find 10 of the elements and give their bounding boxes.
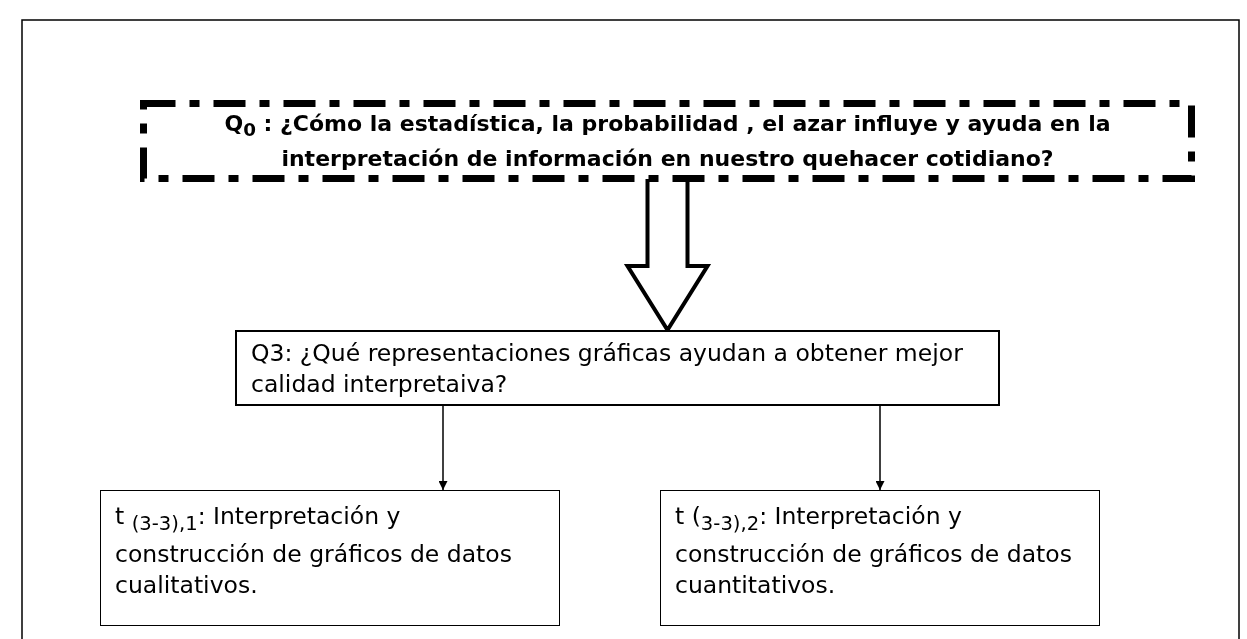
question-box	[140, 100, 1195, 182]
topic-text: t ($_{3-3),2}$: Interpretación y construcción de gráficos de datos cuantitativos.	[675, 501, 1073, 601]
topic-text: t $_{(3-3),1}$: Interpretación y construcción de gráficos de datos cualitativos.	[115, 501, 513, 601]
question-text: Q$_{0}$ : ¿Cómo la estadística, la probabilidad , el azar influye y ayuda en la interpretación de información en nuestro quehacer cotidiano?	[223, 109, 1112, 174]
arrow	[875, 405, 885, 491]
topic-text: Q3: ¿Qué representaciones gráficas ayudan a obtener mejor calidad interpretaiva?	[251, 338, 964, 400]
topic-box	[235, 330, 1000, 406]
topic-box	[660, 490, 1100, 626]
topic-box	[100, 490, 560, 626]
arrow	[438, 405, 448, 491]
